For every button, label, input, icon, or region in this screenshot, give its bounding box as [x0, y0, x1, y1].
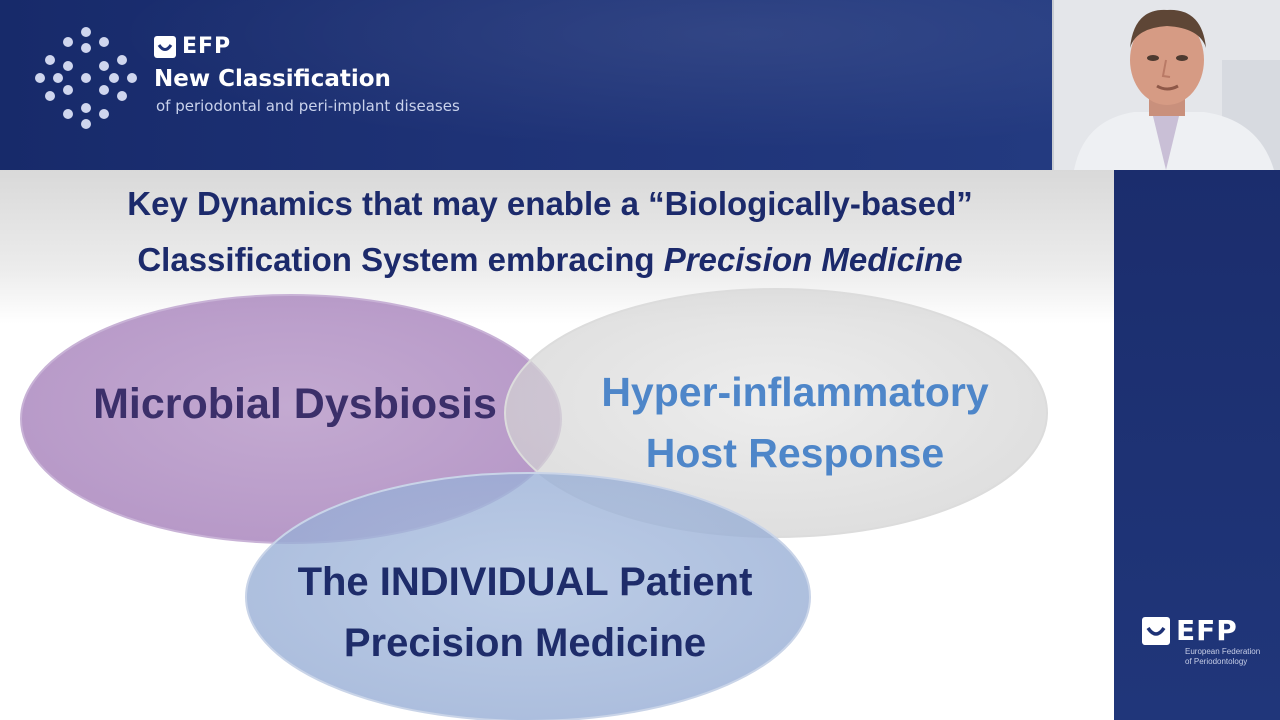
header-banner: EFP New Classification of periodontal an… [0, 0, 1052, 170]
efp-brand: EFP [154, 34, 231, 59]
presenter-video [1052, 0, 1280, 170]
efp-footer-logo: EFP European Federation of Periodontolog… [1142, 614, 1260, 667]
slide-title-emphasis: Precision Medicine [663, 241, 963, 278]
presenter-image [1054, 0, 1280, 170]
venn-diagram [20, 288, 1048, 720]
slide-title-line2: Classification System embracing Precisio… [0, 232, 1100, 288]
venn-label-patient-line1: The INDIVIDUAL Patient [297, 560, 753, 604]
venn-label-host: Hyper-inflammatory Host Response [560, 362, 1030, 484]
header-title: New Classification [154, 66, 391, 92]
venn-label-host-line1: Hyper-inflammatory [601, 369, 989, 415]
venn-label-microbial: Microbial Dysbiosis [93, 380, 497, 428]
slide-title: Key Dynamics that may enable a “Biologic… [0, 176, 1100, 288]
efp-dots-logo-icon [35, 27, 137, 129]
efp-footer-line2: of Periodontology [1185, 657, 1248, 666]
efp-smile-icon [154, 35, 176, 58]
efp-footer-line1: European Federation [1185, 647, 1261, 656]
efp-brand-text: EFP [182, 34, 232, 59]
slide-title-line1: Key Dynamics that may enable a “Biologic… [127, 185, 973, 222]
right-side-panel: EFP European Federation of Periodontolog… [1114, 170, 1280, 720]
efp-footer-brand: EFP [1176, 614, 1238, 647]
slide-title-line2-prefix: Classification System embracing [137, 241, 664, 278]
venn-label-host-line2: Host Response [645, 430, 945, 476]
venn-ellipse-patient [245, 472, 811, 720]
venn-label-patient-line2: Precision Medicine [343, 621, 707, 665]
venn-label-patient: The INDIVIDUAL Patient Precision Medicin… [245, 552, 805, 674]
header-subtitle: of periodontal and peri-implant diseases [156, 97, 460, 115]
efp-smile-icon [1142, 616, 1170, 645]
